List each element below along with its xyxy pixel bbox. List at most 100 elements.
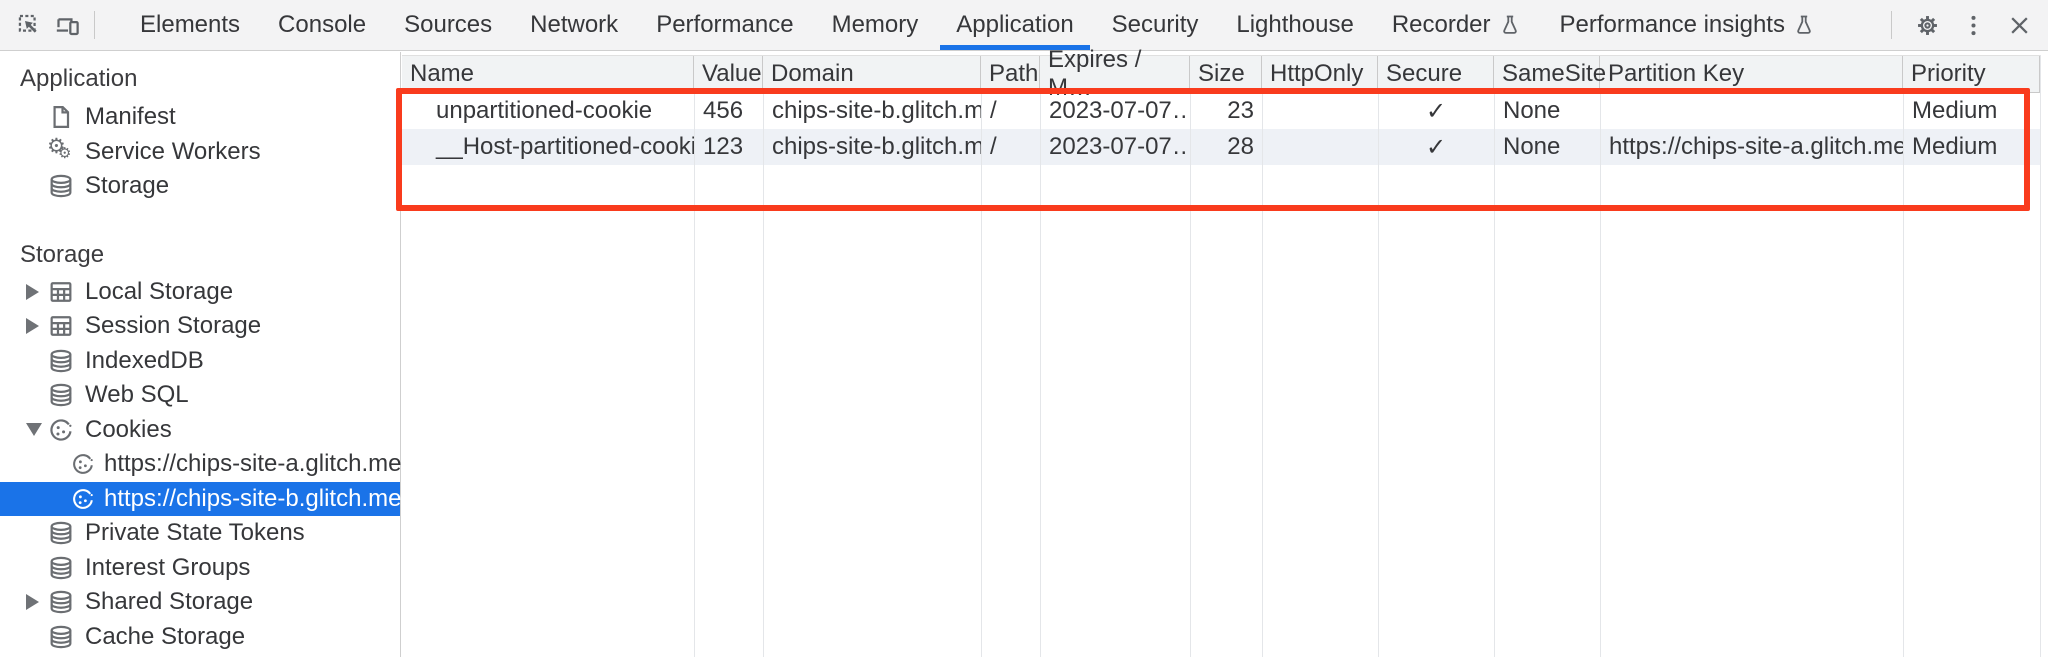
cell-size: 23 xyxy=(1227,97,1254,124)
cookie-icon xyxy=(70,486,96,512)
tab-label: Sources xyxy=(404,11,493,38)
cell-priority: Medium xyxy=(1912,133,1998,160)
sidebar-item-label: Storage xyxy=(85,172,170,200)
sidebar-item-service-workers[interactable]: ⚙⚙ Service Workers xyxy=(0,133,400,170)
tab-label: Lighthouse xyxy=(1236,11,1354,38)
cookie-table: Name Value Domain Path Expires / M… Size… xyxy=(402,46,2040,165)
database-icon xyxy=(47,554,75,582)
sidebar-item-cookie-origin-a[interactable]: https://chips-site-a.glitch.me xyxy=(0,447,402,482)
sidebar-item-storage[interactable]: Storage xyxy=(0,169,400,204)
cell-samesite: None xyxy=(1503,133,1561,160)
column-header-size[interactable]: Size xyxy=(1190,56,1262,92)
sidebar-item-label: Web SQL xyxy=(85,381,189,409)
sidebar-item-indexeddb[interactable]: IndexedDB xyxy=(0,344,400,379)
cell-partition-key: https://chips-site-a.glitch.me xyxy=(1609,133,1903,160)
annotation-highlight-rect xyxy=(396,88,2030,211)
toolbar-divider xyxy=(94,11,95,39)
service-worker-gears-icon: ⚙⚙ xyxy=(47,133,72,162)
section-header-application: Application xyxy=(20,65,138,92)
column-header-partition-key[interactable]: Partition Key xyxy=(1600,56,1903,92)
cookie-icon xyxy=(70,451,96,477)
column-header-path[interactable]: Path xyxy=(981,56,1040,92)
sidebar-item-label: Local Storage xyxy=(85,277,234,305)
chevron-right-icon xyxy=(26,318,47,335)
cookie-row-unpartitioned[interactable]: unpartitioned-cookie 456 chips-site-b.gl… xyxy=(402,93,2040,129)
tab-security[interactable]: Security xyxy=(1093,0,1218,50)
inspect-element-button[interactable] xyxy=(10,6,48,44)
sidebar-item-label: Cookies xyxy=(85,415,172,443)
tab-label: Recorder xyxy=(1391,11,1491,38)
toolbar-divider xyxy=(1891,11,1892,39)
sidebar-item-session-storage[interactable]: Session Storage xyxy=(0,309,400,344)
tab-application[interactable]: Application xyxy=(937,0,1092,50)
cell-secure-checkmark: ✓ xyxy=(1425,97,1447,125)
more-menu-icon xyxy=(1960,12,1987,39)
cell-domain: chips-site-b.glitch.me xyxy=(772,133,981,160)
tab-performance-insights[interactable]: Performance insights xyxy=(1541,0,1835,50)
table-icon xyxy=(47,278,75,306)
application-sidebar: Application Manifest ⚙⚙ Service Workers … xyxy=(0,52,401,657)
more-options-button[interactable] xyxy=(1954,6,1992,44)
sidebar-item-private-state-tokens[interactable]: Private State Tokens xyxy=(0,516,400,551)
sidebar-item-web-sql[interactable]: Web SQL xyxy=(0,378,400,413)
column-header-samesite[interactable]: SameSite xyxy=(1494,56,1606,92)
sidebar-item-cache-storage[interactable]: Cache Storage xyxy=(0,620,400,655)
sidebar-item-label: Manifest xyxy=(85,103,176,131)
tab-elements[interactable]: Elements xyxy=(121,0,259,50)
column-header-name[interactable]: Name xyxy=(402,56,694,92)
section-header-storage: Storage xyxy=(20,240,105,268)
tab-sources[interactable]: Sources xyxy=(385,0,511,50)
tab-memory[interactable]: Memory xyxy=(813,0,938,50)
tab-performance[interactable]: Performance xyxy=(637,0,812,50)
sidebar-item-shared-storage[interactable]: Shared Storage xyxy=(0,585,400,620)
sidebar-item-local-storage[interactable]: Local Storage xyxy=(0,275,400,310)
settings-gear-icon xyxy=(1914,12,1941,39)
tab-label: Memory xyxy=(831,11,919,38)
column-header-expires[interactable]: Expires / M… xyxy=(1040,46,1190,101)
cell-domain: chips-site-b.glitch.me xyxy=(772,97,981,124)
tab-label: Elements xyxy=(140,11,241,38)
cell-size: 28 xyxy=(1227,133,1254,160)
cookie-icon xyxy=(47,416,75,444)
tab-console[interactable]: Console xyxy=(259,0,385,50)
close-devtools-button[interactable] xyxy=(2000,6,2038,44)
sidebar-item-cookie-origin-b-selected[interactable]: https://chips-site-b.glitch.me xyxy=(0,481,402,516)
sidebar-item-manifest[interactable]: Manifest xyxy=(0,100,400,135)
column-header-httponly[interactable]: HttpOnly xyxy=(1262,56,1378,92)
column-header-value[interactable]: Value xyxy=(694,56,763,92)
cell-priority: Medium xyxy=(1912,97,1998,124)
sidebar-item-label: https://chips-site-a.glitch.me xyxy=(104,450,402,478)
chevron-down-icon xyxy=(26,423,47,437)
cookie-table-header: Name Value Domain Path Expires / M… Size… xyxy=(402,46,2040,101)
tab-label: Performance insights xyxy=(1559,11,1785,38)
column-header-secure[interactable]: Secure xyxy=(1378,56,1494,92)
sidebar-item-cookies[interactable]: Cookies xyxy=(0,413,400,448)
database-icon xyxy=(47,623,75,651)
cell-secure-checkmark: ✓ xyxy=(1425,133,1447,161)
tab-label: Network xyxy=(530,11,619,38)
cell-expires: 2023-07-07… xyxy=(1049,133,1190,160)
cookie-row-host-partitioned[interactable]: __Host-partitioned-cookie 123 chips-site… xyxy=(402,129,2040,165)
close-icon xyxy=(2006,12,2033,39)
tab-label: Console xyxy=(278,11,367,38)
table-icon xyxy=(47,312,75,340)
chevron-right-icon xyxy=(26,594,47,611)
sidebar-item-label: Interest Groups xyxy=(85,553,251,581)
tab-lighthouse[interactable]: Lighthouse xyxy=(1217,0,1372,50)
cell-name: __Host-partitioned-cookie xyxy=(436,133,694,160)
devtools-toolbar: Elements Console Sources Network Perform… xyxy=(0,0,2048,51)
column-header-priority[interactable]: Priority xyxy=(1903,56,2040,92)
tab-recorder[interactable]: Recorder xyxy=(1373,0,1541,50)
sidebar-item-label: Session Storage xyxy=(85,312,262,340)
sidebar-item-label: https://chips-site-b.glitch.me xyxy=(104,484,402,512)
column-header-domain[interactable]: Domain xyxy=(763,56,981,92)
settings-button[interactable] xyxy=(1908,6,1946,44)
document-icon xyxy=(47,103,75,131)
cell-path: / xyxy=(990,97,997,124)
cell-value: 456 xyxy=(703,97,744,124)
sidebar-item-interest-groups[interactable]: Interest Groups xyxy=(0,551,400,586)
device-toolbar-button[interactable] xyxy=(48,6,86,44)
sidebar-item-label: Shared Storage xyxy=(85,588,254,616)
cell-samesite: None xyxy=(1503,97,1561,124)
tab-network[interactable]: Network xyxy=(511,0,637,50)
